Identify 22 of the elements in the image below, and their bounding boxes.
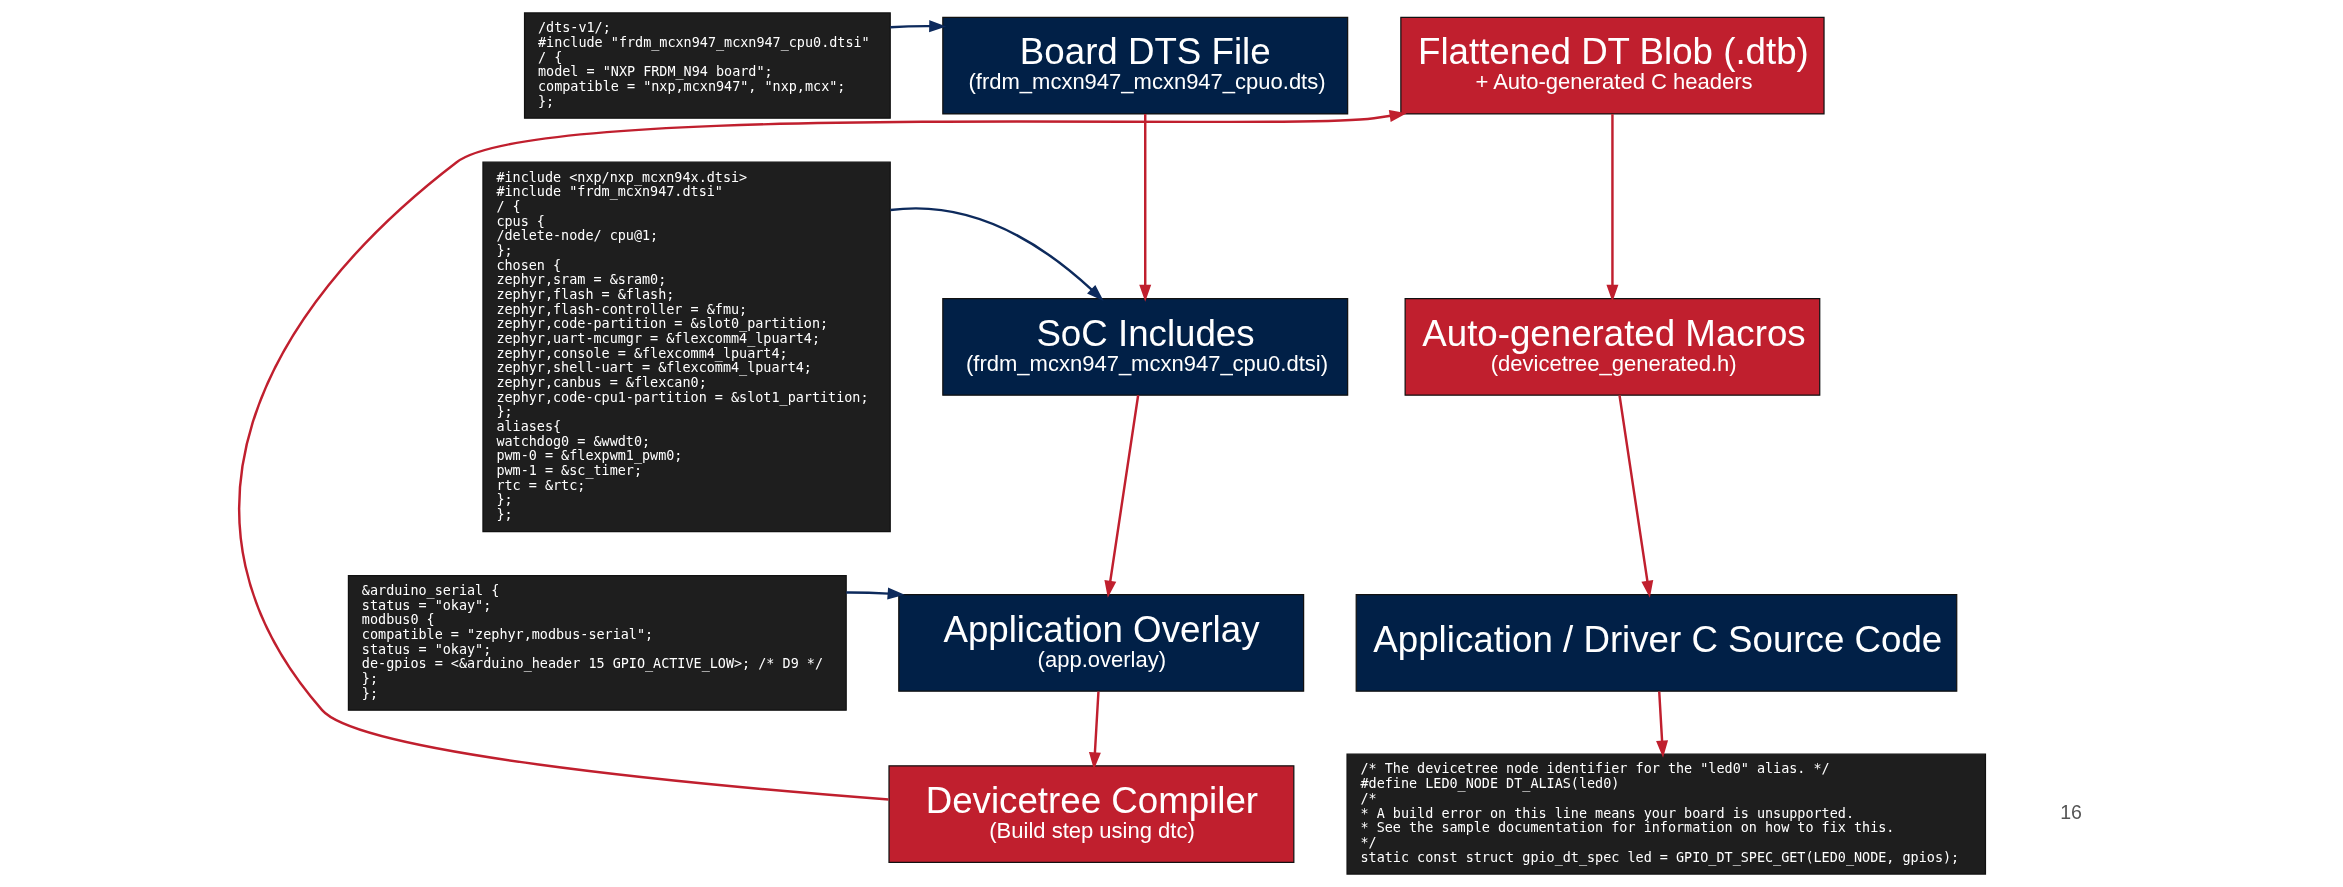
arrow: [1606, 114, 1619, 302]
arrow: [1139, 114, 1152, 302]
arrow: [1088, 691, 1101, 770]
node-box: #include <nxp/nxp_mcxn94x.dtsi> #include "frdm_mcxn947.dtsi" / { cpus { /delete-node/ cpu@1; }; chosen { zephyr,sram = &sram0; zephyr,flash = &flash; zephyr,flash-controller = &fmu; zephyr,code-partition = &slot0_partition; zephyr,uart-mcumgr = &flexcomm4_lpuart4; zephyr,console = &flexcomm4_lpuart4; zephyr,shell-uart = &flexcomm4_lpuart4; zephyr,canbus = &flexcan0; zephyr,code-cpu1-partition = &slot1_partition; }; aliases{ watchdog0 = &wwdt0; pwm-0 = &flexpwm1_pwm0; pwm-1 = &sc_timer; rtc = &rtc; }; };: [482, 161, 891, 533]
node-box: &arduino_serial { status = "okay"; modbus0 { compatible = "zephyr,modbus-serial"; status = "okay"; de-gpios = <&arduino_header 15 GPIO_ACTIVE_LOW>; /* D9 */ }; };: [347, 575, 847, 711]
arrow: [1656, 691, 1669, 758]
arrow: [846, 587, 905, 600]
arrow: [238, 110, 1407, 801]
node-box: /* The devicetree node identifier for the "led0" alias. */ #define LED0_NODE DT_ALIAS(led0) /* * A build error on this line means your board is unsupported. * See the sample documentation for information on how to fix this. */ static const struct gpio_dt_spec led = GPIO_DT_SPEC_GET(LED0_NODE, gpios);: [1346, 753, 1987, 875]
node-box: Application / Driver C Source Code: [1355, 593, 1958, 692]
arrow: [890, 207, 1104, 302]
node-box: Application Overlay (app.overlay): [898, 593, 1305, 692]
arrow: [1104, 395, 1140, 598]
node-box: /dts-v1/; #include "frdm_mcxn947_mcxn947_cpu0.dtsi" / { model = "NXP FRDM_N94 board"; compatible = "nxp,mcxn947", "nxp,mcx"; };: [523, 12, 891, 119]
arrow: [890, 20, 947, 33]
node-box: Auto-generated Macros (devicetree_generated.h): [1404, 297, 1821, 396]
node-box: Flattened DT Blob (.dtb) + Auto-generated C headers: [1400, 16, 1825, 115]
node-box: Devicetree Compiler (Build step using dtc): [888, 765, 1295, 863]
label: 16: [2060, 800, 2082, 823]
node-box: SoC Includes (frdm_mcxn947_mcxn947_cpu0.dtsi): [942, 297, 1349, 396]
node-box: Board DTS File (frdm_mcxn947_mcxn947_cpuo.dts): [942, 16, 1349, 115]
arrow: [1618, 395, 1654, 598]
